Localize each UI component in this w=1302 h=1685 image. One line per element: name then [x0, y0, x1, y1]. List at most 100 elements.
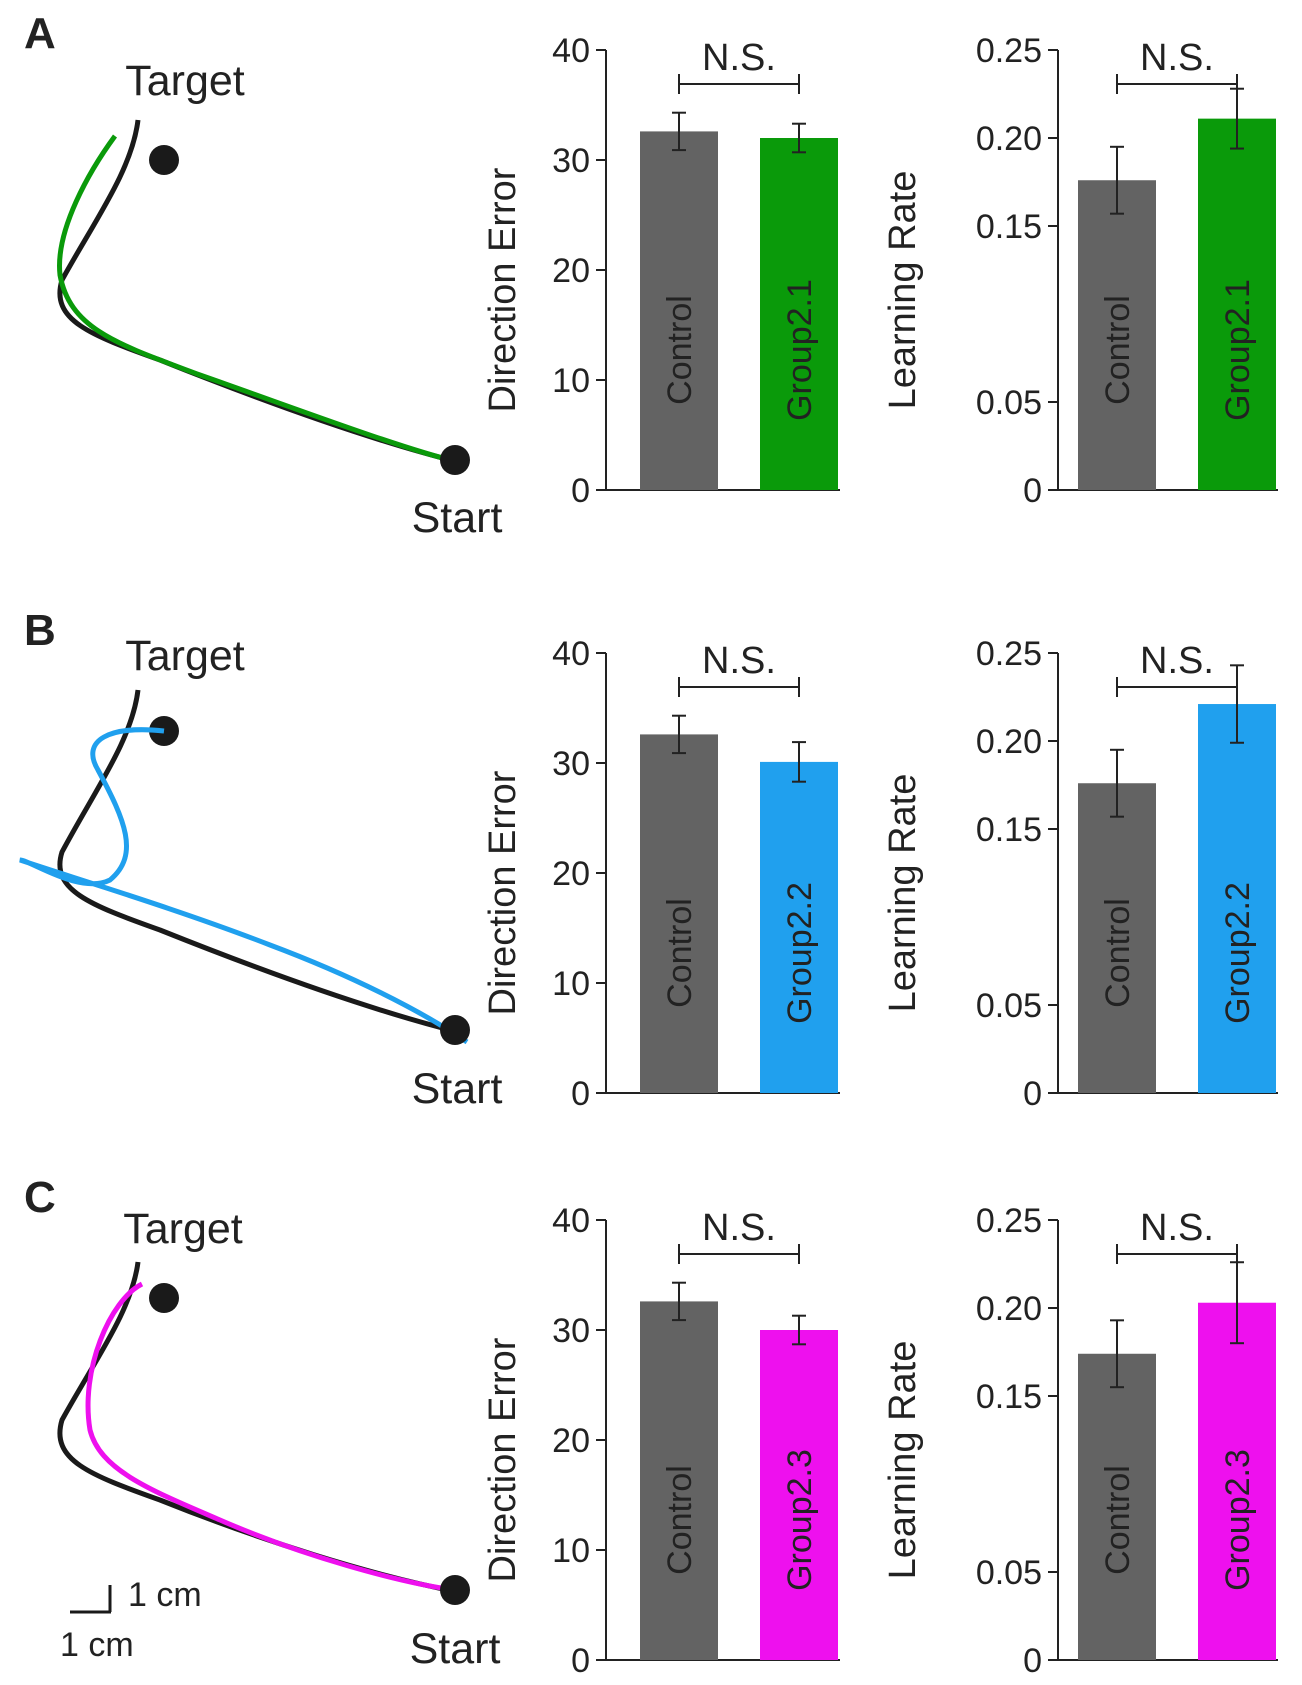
y-tick-label: 0.20: [976, 1290, 1042, 1328]
y-tick-label: 0.20: [976, 723, 1042, 761]
trajectory-plot-a: Target Start: [57, 57, 503, 542]
bar-label-group: Group2.3: [781, 1449, 819, 1591]
bar-label-group: Group2.1: [781, 279, 819, 421]
bar-label-control: Control: [1099, 295, 1137, 405]
y-tick-label: 20: [552, 252, 590, 290]
significance-label: N.S.: [1140, 640, 1214, 682]
y-tick-label: 0: [571, 472, 590, 510]
bar-group: [1198, 118, 1276, 490]
significance-label: N.S.: [702, 1207, 776, 1249]
y-axis-title: Learning Rate: [882, 171, 924, 410]
control-trajectory: [57, 689, 459, 1035]
y-tick-label: 0: [571, 1075, 590, 1113]
y-tick-label: 10: [552, 965, 590, 1003]
target-label: Target: [123, 1205, 243, 1253]
y-tick-label: 0: [571, 1642, 590, 1680]
y-axis-title: Direction Error: [482, 167, 524, 412]
y-axis-title: Direction Error: [482, 770, 524, 1015]
target-label: Target: [125, 632, 245, 680]
y-tick-label: 40: [552, 32, 590, 70]
y-tick-label: 0.15: [976, 208, 1042, 246]
panel-letter-b: B: [24, 606, 56, 655]
group-trajectory: [19, 727, 469, 1045]
y-tick-label: 0: [1023, 1075, 1042, 1113]
panel-letter-c: C: [24, 1173, 56, 1222]
y-tick-label: 10: [552, 362, 590, 400]
y-tick-label: 0.05: [976, 1554, 1042, 1592]
y-tick-label: 0: [1023, 1642, 1042, 1680]
significance-label: N.S.: [1140, 1207, 1214, 1249]
y-tick-label: 20: [552, 1422, 590, 1460]
bar-label-group: Group2.1: [1219, 279, 1257, 421]
y-tick-label: 0.15: [976, 1378, 1042, 1416]
panel-c: C Target Start 1 cm 1 cm 0 10 20 30 40Direct…: [24, 1173, 1278, 1680]
y-axis-title: Direction Error: [482, 1337, 524, 1582]
target-label: Target: [125, 57, 245, 105]
target-dot: [149, 145, 179, 175]
group-trajectory: [85, 1281, 456, 1593]
start-label: Start: [412, 1065, 503, 1113]
scale-bar-vertical-label: 1 cm: [128, 1576, 202, 1614]
bar-label-group: Group2.3: [1219, 1449, 1257, 1591]
bar-control: [640, 734, 718, 1093]
bar-group: [760, 138, 838, 490]
trajectory-plot-c: Target Start 1 cm 1 cm: [57, 1205, 501, 1673]
y-tick-label: 0.05: [976, 987, 1042, 1025]
bar-label-control: Control: [661, 898, 699, 1008]
control-trajectory: [57, 1261, 459, 1595]
y-tick-label: 30: [552, 142, 590, 180]
bar-control: [640, 131, 718, 490]
start-dot: [440, 1575, 470, 1605]
significance-label: N.S.: [1140, 37, 1214, 79]
y-tick-label: 0.05: [976, 384, 1042, 422]
y-tick-label: 30: [552, 1312, 590, 1350]
bar-label-group: Group2.2: [781, 882, 819, 1024]
bar-control: [1078, 1353, 1156, 1660]
y-tick-label: 30: [552, 745, 590, 783]
y-tick-label: 20: [552, 855, 590, 893]
bar-control: [1078, 180, 1156, 491]
y-tick-label: 0: [1023, 472, 1042, 510]
y-tick-label: 0.25: [976, 635, 1042, 673]
y-tick-label: 0.20: [976, 120, 1042, 158]
y-tick-label: 0.25: [976, 1202, 1042, 1240]
y-axis-title: Learning Rate: [882, 1341, 924, 1580]
bar-label-group: Group2.2: [1219, 882, 1257, 1024]
bar-control: [1078, 783, 1156, 1093]
significance-label: N.S.: [702, 37, 776, 79]
y-tick-label: 40: [552, 1202, 590, 1240]
group-trajectory: [57, 134, 459, 465]
start-label: Start: [410, 1625, 501, 1673]
control-trajectory: [57, 119, 459, 465]
trajectory-plot-b: Target Start: [19, 632, 503, 1113]
bar-group: [1198, 704, 1276, 1093]
y-tick-label: 10: [552, 1532, 590, 1570]
bar-label-control: Control: [661, 295, 699, 405]
start-label: Start: [412, 494, 503, 542]
bar-label-control: Control: [1099, 1465, 1137, 1575]
y-tick-label: 40: [552, 635, 590, 673]
start-dot: [440, 445, 470, 475]
scale-bar-horizontal-label: 1 cm: [60, 1626, 134, 1664]
bar-group: [1198, 1302, 1276, 1660]
bar-group: [760, 761, 838, 1093]
y-axis-title: Learning Rate: [882, 774, 924, 1013]
bar-control: [640, 1301, 718, 1660]
y-tick-label: 0.15: [976, 811, 1042, 849]
significance-label: N.S.: [702, 640, 776, 682]
target-dot: [149, 1283, 179, 1313]
scale-bar: 1 cm 1 cm: [60, 1576, 202, 1664]
bar-label-control: Control: [1099, 898, 1137, 1008]
start-dot: [440, 1015, 470, 1045]
y-tick-label: 0.25: [976, 32, 1042, 70]
bar-label-control: Control: [661, 1465, 699, 1575]
